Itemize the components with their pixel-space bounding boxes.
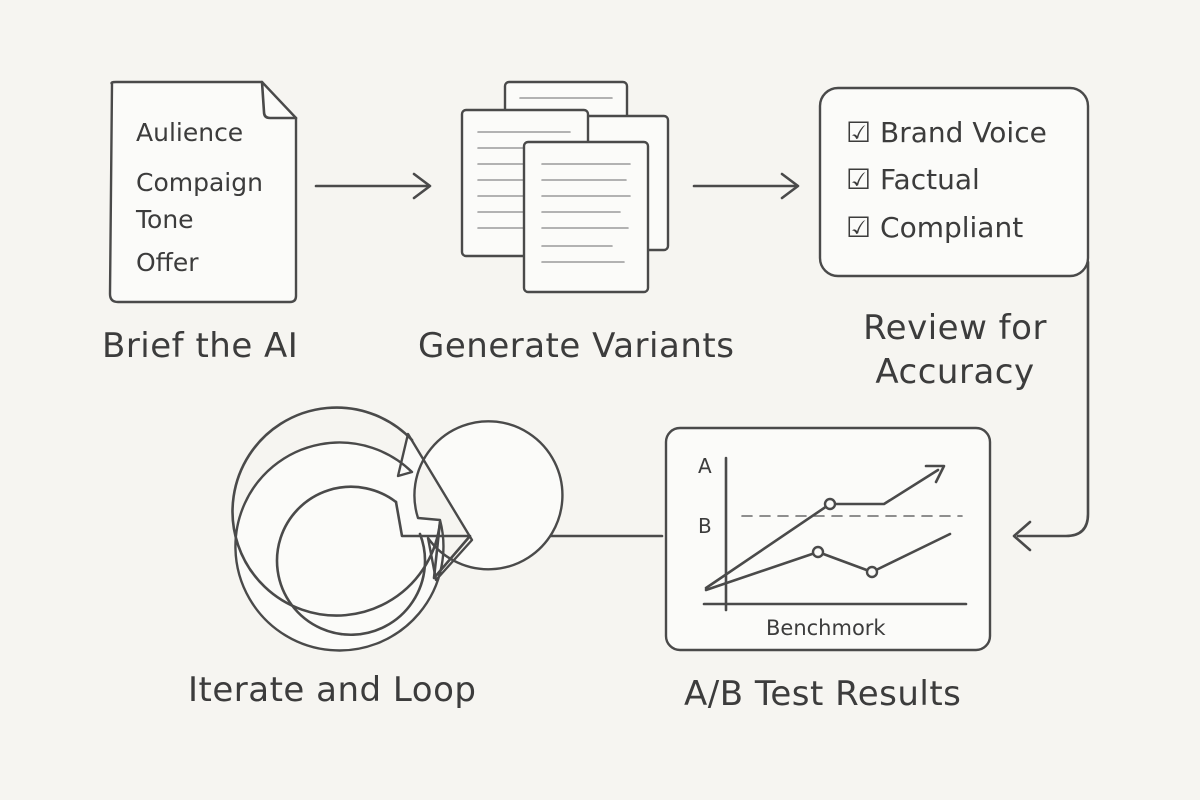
brief-document-icon (108, 80, 298, 304)
step-label-review-line1: Review for (863, 308, 1047, 348)
check-brand-voice: ☑ Brand Voice (846, 116, 1047, 149)
step-label-abtest: A/B Test Results (684, 674, 962, 714)
review-card (818, 86, 1090, 278)
step-label-iterate: Iterate and Loop (188, 670, 477, 710)
arrow-brief-to-generate (314, 172, 432, 200)
check-factual: ☑ Factual (846, 163, 980, 196)
brief-field-audience: Aulience (136, 118, 244, 147)
checkbox-checked-icon: ☑ (846, 116, 872, 149)
arrow-generate-to-review (692, 172, 800, 200)
abtest-chart-icon (664, 426, 992, 652)
check-compliant: ☑ Compliant (846, 211, 1023, 244)
check-label: Factual (880, 163, 980, 196)
checkbox-checked-icon: ☑ (846, 211, 872, 244)
variants-documents-icon (460, 80, 670, 294)
brief-field-campaign: Compaign (136, 168, 263, 197)
check-label: Brand Voice (880, 116, 1047, 149)
axis-label-b: B (698, 514, 712, 538)
step-label-review-line2: Accuracy (875, 352, 1035, 392)
step-label-brief: Brief the AI (102, 326, 299, 366)
benchmark-label: Benchmork (766, 616, 886, 640)
step-label-generate: Generate Variants (418, 326, 735, 366)
loop-arrow-icon (231, 406, 564, 652)
brief-field-tone: Tone (136, 205, 194, 234)
brief-field-offer: Offer (136, 248, 199, 277)
axis-label-a: A (698, 454, 712, 478)
check-label: Compliant (880, 211, 1024, 244)
checkbox-checked-icon: ☑ (846, 163, 872, 196)
arrow-review-to-abtest (1012, 260, 1090, 552)
